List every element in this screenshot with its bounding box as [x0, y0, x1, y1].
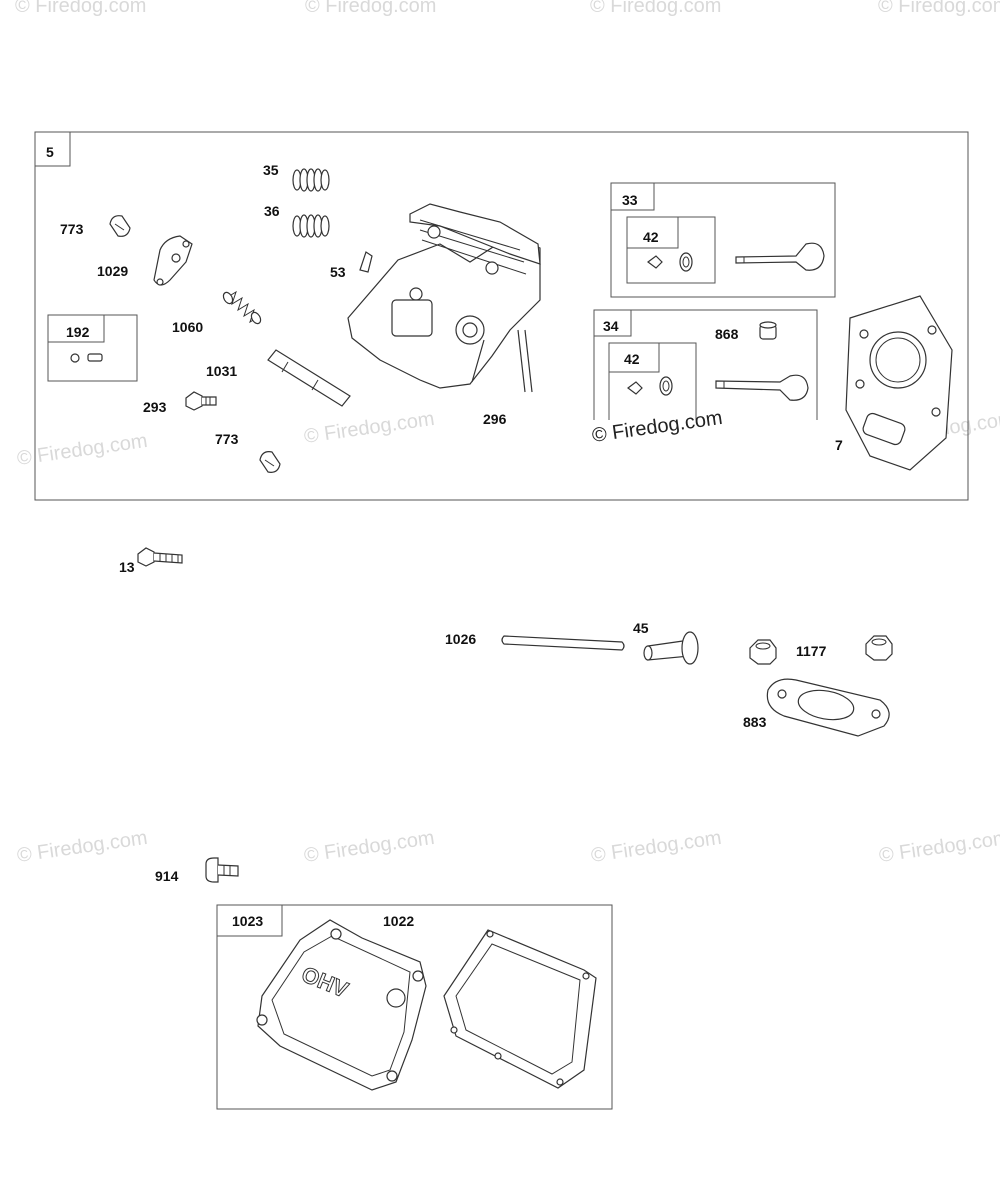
part-label-1177: 1177: [796, 643, 827, 659]
watermark: © Firedog.com: [590, 827, 723, 867]
watermark: © Firedog.com: [303, 408, 436, 448]
bolt-293: [185, 391, 217, 411]
rocker-shaft-1031: [267, 349, 351, 407]
watermark: © Firedog.com: [303, 827, 436, 867]
nut-1177-left: [749, 639, 777, 665]
subgroup-192: 192: [47, 314, 138, 382]
part-label-45: 45: [633, 620, 649, 636]
cover-gasket: [443, 929, 597, 1089]
part-label-296: 296: [483, 411, 507, 427]
head-gasket-7: [845, 295, 953, 471]
cover-group-box: 1023 1022 OHV: [216, 904, 613, 1110]
watermark: © Firedog.com: [590, 0, 721, 17]
clip-773-bottom: [259, 451, 281, 473]
cover-group-label: 1023: [232, 913, 263, 929]
screw-914: [205, 857, 239, 883]
spring-1060: [222, 290, 262, 325]
part-label-1022: 1022: [383, 913, 414, 929]
main-group-box: 5: [34, 131, 969, 501]
cylinder-head-53: [347, 203, 541, 393]
watermark: © Firedog.com: [878, 0, 1000, 17]
subgroup-34-label: 34: [603, 318, 619, 334]
valve-spring-35: [292, 168, 330, 192]
nut-icon: [70, 353, 80, 363]
valve-keeper-icon: [647, 255, 663, 269]
watermark: © Firedog.com: [15, 0, 146, 17]
subgroup-33-label: 33: [622, 192, 638, 208]
part-label-1026: 1026: [445, 631, 476, 647]
part-label-1031: 1031: [206, 363, 237, 379]
subgroup-34-inner-label: 42: [624, 351, 640, 367]
part-label-35: 35: [263, 162, 279, 178]
seal-868: [759, 321, 777, 340]
part-label-883: 883: [743, 714, 767, 730]
watermark: © Firedog.com: [305, 0, 436, 17]
part-label-1029: 1029: [97, 263, 128, 279]
tappet-45: [643, 631, 699, 665]
exhaust-gasket-883: [766, 678, 890, 737]
valve-33: [735, 242, 825, 271]
watermark: © Firedog.com: [16, 827, 149, 867]
rocker-arm-1029: [153, 235, 193, 286]
screw-icon: [87, 353, 103, 362]
valve-retainer-icon: [679, 252, 693, 272]
push-rod-1026: [501, 635, 625, 651]
watermark: © Firedog.com: [591, 407, 724, 447]
part-label-868: 868: [715, 326, 739, 342]
part-label-914: 914: [155, 868, 179, 884]
subgroup-34: 34 42 868: [593, 309, 818, 420]
valve-34: [715, 374, 809, 401]
main-group-label: 5: [46, 144, 54, 160]
nut-1177-right: [865, 635, 893, 661]
part-label-7: 7: [835, 437, 843, 453]
watermark: © Firedog.com: [16, 430, 149, 470]
part-label-13: 13: [119, 559, 135, 575]
part-label-1060: 1060: [172, 319, 203, 335]
part-label-293: 293: [143, 399, 167, 415]
valve-keeper-icon: [627, 381, 643, 395]
bolt-13: [137, 547, 183, 567]
part-label-773-bottom: 773: [215, 431, 239, 447]
main-group-frame: [34, 131, 969, 501]
subgroup-192-label: 192: [66, 324, 90, 340]
valve-spring-36: [292, 214, 330, 238]
valve-retainer-icon: [659, 376, 673, 396]
main-group-tab: [35, 132, 71, 167]
part-label-53: 53: [330, 264, 346, 280]
subgroup-33: 33 42: [610, 182, 836, 298]
subgroup-33-inner-label: 42: [643, 229, 659, 245]
valve-cover: OHV: [256, 919, 427, 1091]
part-label-36: 36: [264, 203, 280, 219]
part-label-773-top: 773: [60, 221, 84, 237]
watermark: © Firedog.com: [878, 827, 1000, 867]
clip-773-top: [109, 215, 131, 237]
watermark-layer: © Firedog.com © Firedog.com © Firedog.co…: [15, 0, 1000, 867]
